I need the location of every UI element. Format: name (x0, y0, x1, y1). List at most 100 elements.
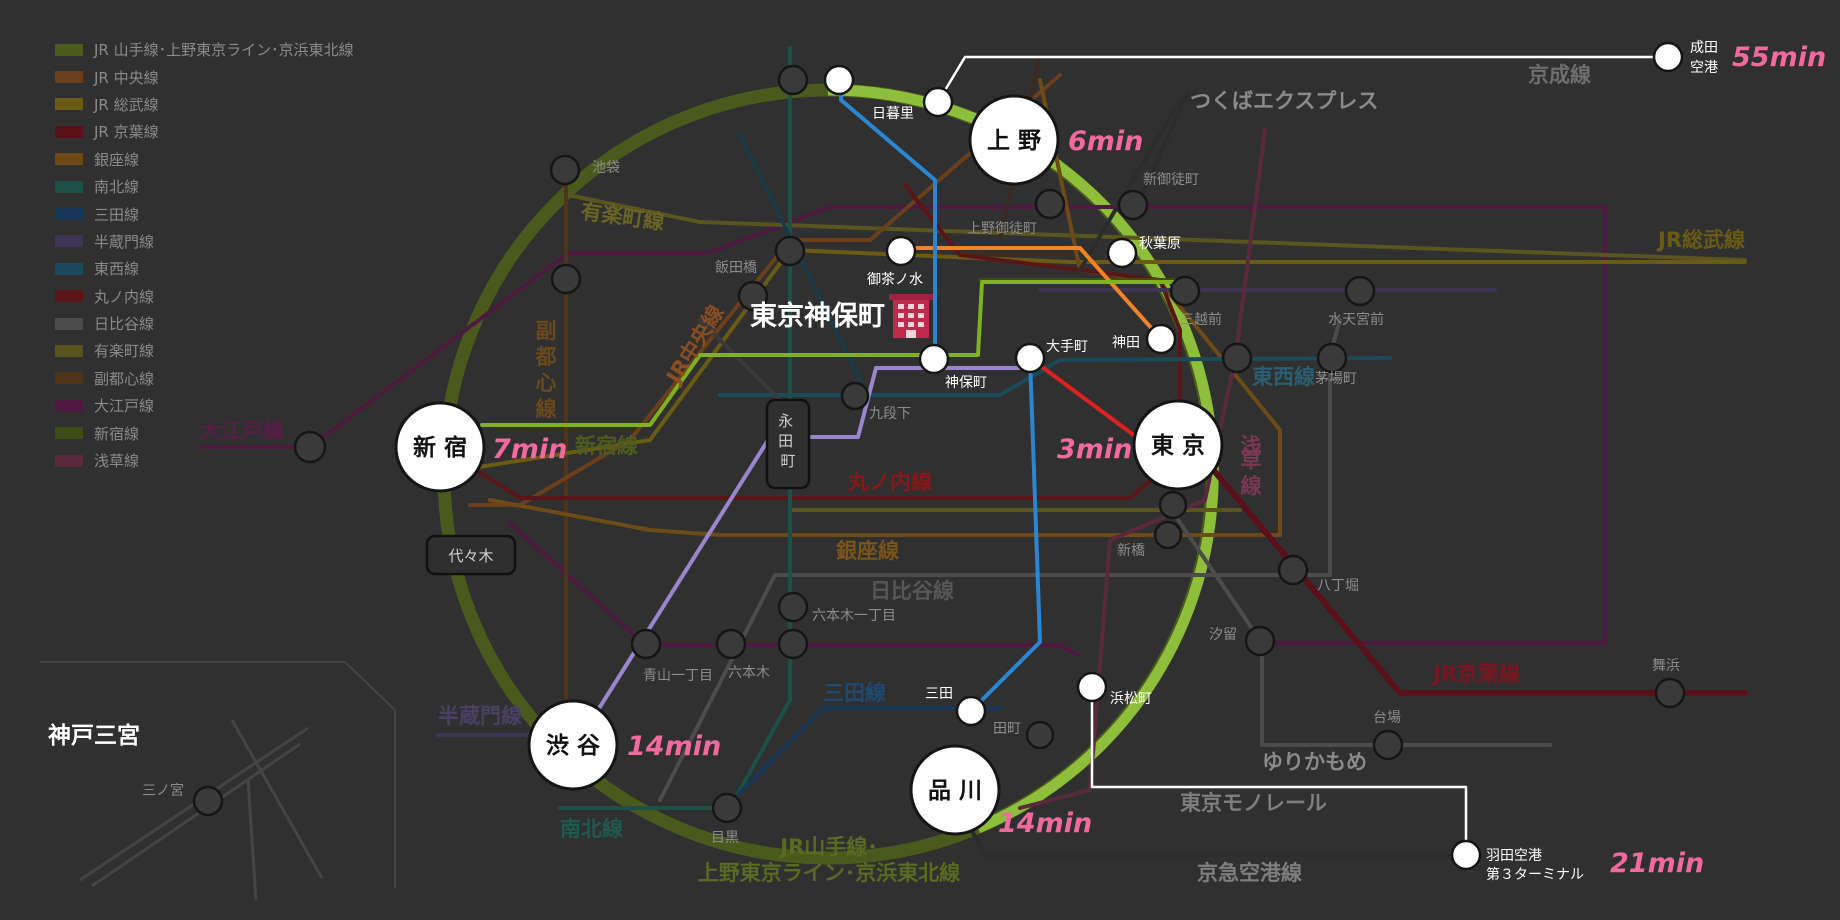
label-line-shinjuku: 新宿線 (575, 434, 638, 458)
station-ochanomizu[interactable] (885, 235, 917, 267)
station-maihama[interactable] (1654, 677, 1686, 709)
station-haneda[interactable] (1450, 839, 1482, 871)
legend-swatch (55, 180, 83, 193)
legend-swatch (55, 153, 83, 166)
station-nippori-white[interactable] (823, 64, 855, 96)
hub-shinjuku-name: 新 宿 (413, 434, 467, 461)
station-nippori[interactable] (922, 86, 954, 118)
station-narita[interactable] (1652, 41, 1684, 73)
label-mitsukoshimae: 三越前 (1180, 311, 1222, 328)
station-daiba[interactable] (1372, 729, 1404, 761)
legend-label: 丸ノ内線 (94, 287, 155, 306)
narita-label-2: 空港 (1690, 60, 1718, 76)
asakusa-char-2: 草 (1241, 448, 1262, 472)
station-left-ring[interactable] (550, 263, 582, 295)
time-haneda: 21min (1610, 848, 1704, 879)
label-hatchobori: 八丁堀 (1317, 578, 1359, 594)
legend-swatch (55, 317, 83, 330)
legend-item: 有楽町線 (55, 337, 354, 364)
station-mita[interactable] (955, 695, 987, 727)
hub-shinagawa-name: 品 川 (928, 778, 982, 804)
label-line-asakusa: 浅 草 線 (1241, 434, 1262, 498)
legend-label: 副都心線 (94, 369, 155, 388)
hub-tokyo-name: 東 京 (1151, 432, 1205, 459)
station-otemachi[interactable] (1014, 342, 1046, 374)
asakusa-char-1: 浅 (1241, 434, 1262, 458)
station-iidabashi[interactable] (774, 235, 806, 267)
line-oedo-2 (508, 521, 1080, 657)
station-ginza[interactable] (1158, 490, 1188, 520)
hub-ueno-name: 上 野 (987, 128, 1041, 154)
station-iidabashi-2[interactable] (737, 280, 769, 312)
station-roppongi-itchome-2[interactable] (777, 628, 809, 660)
legend-label: 半蔵門線 (94, 232, 155, 251)
line-namboku (558, 46, 792, 810)
station-akihabara[interactable] (1106, 237, 1138, 269)
label-aoyama-itchome: 青山一丁目 (643, 668, 713, 684)
station-aoyama-itchome[interactable] (630, 628, 662, 660)
station-shin-okachimachi[interactable] (1117, 189, 1149, 221)
legend-item: JR 総武線 (55, 91, 354, 118)
legend-label: 銀座線 (94, 150, 140, 169)
station-kayabacho[interactable] (1316, 342, 1348, 374)
label-line-oedo: 大江戸線 (200, 419, 284, 443)
hub-tokyo[interactable] (1132, 399, 1224, 491)
legend-swatch (55, 43, 83, 56)
label-iidabashi: 飯田橋 (715, 259, 757, 276)
label-line-keisei: 京成線 (1528, 63, 1591, 87)
legend-label: 新宿線 (94, 424, 140, 443)
legend-item: 大江戸線 (55, 392, 354, 419)
line-mita-highlight-2 (969, 356, 1042, 713)
legend-swatch (55, 399, 83, 412)
station-hatchobori[interactable] (1277, 554, 1309, 586)
station-yoyogi[interactable] (425, 534, 517, 576)
station-ueno-okachimachi[interactable] (1034, 188, 1066, 220)
station-nagatacho[interactable] (765, 398, 811, 490)
time-shibuya: 14min (627, 731, 721, 762)
station-top-ring[interactable] (777, 64, 809, 96)
legend-item: JR 中央線 (55, 63, 354, 90)
line-asakusa (1018, 128, 1267, 810)
station-jimbocho[interactable] (918, 343, 950, 375)
time-shinjuku: 7min (492, 434, 567, 465)
line-shinjuku-highlight (480, 280, 1182, 427)
label-maihama: 舞浜 (1652, 658, 1680, 674)
station-meguro[interactable] (711, 792, 743, 824)
legend-label: 大江戸線 (94, 397, 155, 416)
station-otemachi-dim[interactable] (293, 430, 327, 464)
station-tamachi[interactable] (1025, 720, 1055, 750)
label-roppongi: 六本木 (728, 665, 770, 681)
hub-ueno[interactable] (968, 94, 1060, 186)
line-oedo (198, 205, 1607, 645)
station-kudanshita[interactable] (840, 381, 870, 411)
station-suitengumae[interactable] (1344, 275, 1376, 307)
station-kanda[interactable] (1145, 323, 1177, 355)
station-shiodome[interactable] (1244, 625, 1276, 657)
haneda-label-2: 第３ターミナル (1486, 866, 1584, 883)
station-sannomiya[interactable] (192, 785, 224, 817)
label-line-yamanote-1: JR山手線･ (778, 835, 877, 859)
legend-label: JR 総武線 (94, 95, 159, 114)
station-roppongi-itchome[interactable] (777, 591, 809, 623)
time-tokyo: 3min (1057, 434, 1132, 465)
station-ikebukuro[interactable] (549, 154, 581, 186)
legend-swatch (55, 98, 83, 111)
building-icon (889, 294, 933, 338)
hub-shinagawa[interactable] (909, 744, 1001, 836)
line-dim-1 (738, 133, 872, 402)
hub-shinjuku[interactable] (394, 401, 486, 493)
label-line-monorail: 東京モノレール (1180, 791, 1327, 815)
line-chuo-highlight (899, 246, 1163, 341)
time-shinagawa: 14min (998, 808, 1092, 839)
station-mitsukoshimae[interactable] (1169, 275, 1201, 307)
label-otemachi: 大手町 (1046, 339, 1088, 355)
station-roppongi[interactable] (715, 628, 747, 660)
nagatacho-char-1: 永 (778, 412, 793, 430)
legend-label: 南北線 (94, 178, 140, 197)
legend-item: 日比谷線 (55, 310, 354, 337)
station-tozai[interactable] (1221, 342, 1253, 374)
hub-shibuya[interactable] (527, 699, 619, 791)
legend-label: 日比谷線 (94, 315, 155, 334)
station-shimbashi[interactable] (1153, 520, 1183, 550)
station-hamamatsucho[interactable] (1076, 671, 1108, 703)
